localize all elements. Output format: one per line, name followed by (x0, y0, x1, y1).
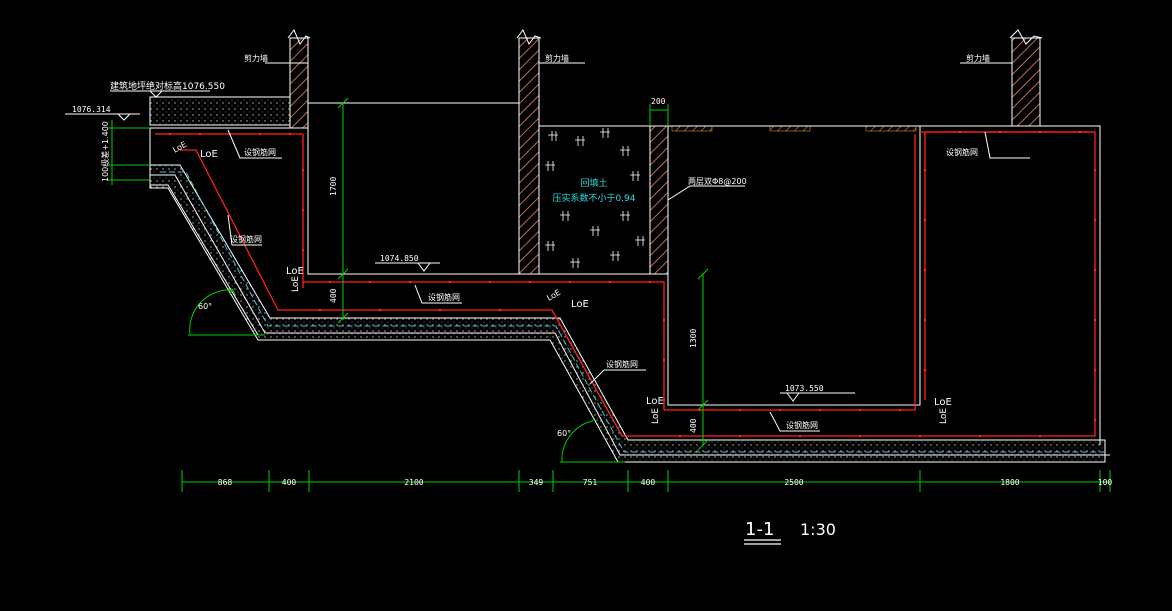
loe-label-10: LoE (939, 408, 949, 424)
break-symbol-middle (516, 29, 542, 45)
backfill-label-1: 回填土 (580, 177, 607, 189)
dim-400-b: 400 (689, 418, 698, 433)
shear-wall-labels: 剪力墙 剪力墙 剪力墙 (244, 53, 1012, 64)
section-name: 1-1 (745, 519, 774, 540)
shear-wall-middle (518, 37, 540, 275)
bottom-dimension-labels: 868 400 2100 349 751 400 2500 1800 100 (218, 478, 1113, 487)
bottom-dim-6: 2500 (784, 478, 803, 487)
angle-label-2: 60° (557, 429, 571, 438)
shear-walls (287, 29, 1043, 275)
loe-label-9: LoE (934, 397, 952, 408)
concrete-band (149, 164, 1106, 463)
elevation-mid: 1074.850 (380, 254, 419, 263)
rebar-note-6: 设钢筋网 (946, 147, 978, 157)
rebar-note-5: 设钢筋网 (786, 420, 818, 430)
dim-1300: 1300 (689, 329, 698, 348)
building-elevation-label: 建筑地坪绝对标高1076.550 (110, 80, 225, 92)
break-symbol-left (287, 29, 311, 45)
loe-label-4: LoE (291, 276, 301, 292)
bottom-dim-1: 400 (282, 478, 297, 487)
loe-label-7: LoE (646, 396, 664, 407)
step-dimension (108, 120, 150, 185)
backfill-zone: 回填土 压实系数不小于0.94 (538, 125, 651, 275)
bottom-dimension-chain (181, 470, 1111, 492)
elevation-left: 1076.314 (72, 105, 111, 114)
top-slab-right (668, 125, 1100, 132)
wall-rebar-note: 两层双Φ8@200 (688, 177, 747, 186)
vertical-dimensions (337, 97, 709, 451)
loe-label-6: LoE (545, 288, 562, 303)
elevation-low: 1073.550 (785, 384, 824, 393)
section-title: 1-1 1:30 (744, 519, 836, 545)
bottom-dim-7: 1800 (1000, 478, 1019, 487)
loe-label-3: LoE (286, 266, 304, 277)
rebar-note-2: 设钢筋网 (230, 234, 262, 244)
bottom-dim-5: 400 (641, 478, 656, 487)
dim-200: 200 (651, 97, 666, 106)
bottom-dim-0: 868 (218, 478, 233, 487)
break-symbol-right (1009, 29, 1043, 45)
loe-label-1: LoE (200, 149, 218, 160)
rebar-leaders (227, 129, 1030, 432)
dim-400-a: 400 (329, 288, 338, 303)
rebar-note-3: 设钢筋网 (428, 292, 460, 302)
bottom-dim-3: 349 (529, 478, 544, 487)
rebar-dots (168, 130, 1097, 438)
retaining-wall (649, 125, 669, 275)
loe-label-5: LoE (571, 299, 589, 310)
shear-wall-label-middle: 剪力墙 (545, 53, 569, 63)
loe-label-2: LoE (171, 140, 188, 155)
dim-1700: 1700 (329, 177, 338, 196)
angle-label-1: 60° (198, 302, 212, 311)
angle-markers (188, 287, 625, 463)
rebar-note-4: 设钢筋网 (606, 359, 638, 369)
bottom-dim-2: 2100 (404, 478, 423, 487)
backfill-label-2: 压实系数不小于0.94 (552, 192, 635, 204)
step-note: 100级差+1.400 (100, 121, 110, 182)
section-scale: 1:30 (800, 520, 836, 539)
elevation-markers (65, 90, 855, 402)
shear-wall-label-right: 剪力墙 (966, 53, 990, 63)
shear-wall-label-left: 剪力墙 (244, 53, 268, 63)
bottom-dim-8: 100 (1098, 478, 1113, 487)
shear-wall-left (289, 37, 309, 129)
shear-wall-right (1011, 37, 1041, 127)
loe-label-8: LoE (651, 408, 661, 424)
rebar-note-1: 设钢筋网 (244, 147, 276, 157)
bottom-dim-4: 751 (583, 478, 598, 487)
ground-slab-left (149, 96, 291, 126)
